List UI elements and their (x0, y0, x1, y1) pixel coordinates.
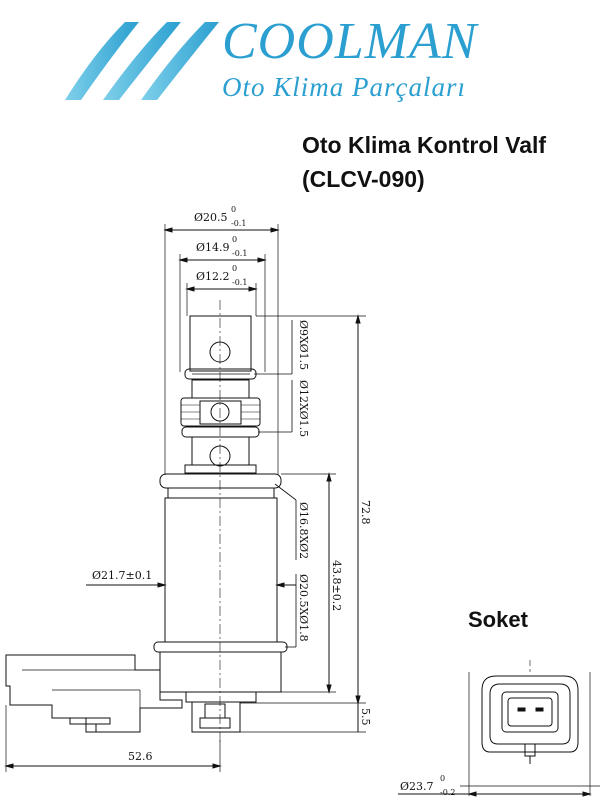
svg-text:-0.2: -0.2 (440, 788, 455, 797)
oring2-label: Ø12XØ1.5 (297, 380, 310, 437)
oring3-label: Ø16.8XØ2 (297, 502, 310, 559)
brand-tagline: Oto Klima Parçaları (222, 72, 467, 102)
brand-name: COOLMAN (222, 13, 478, 70)
oring4-label: Ø20.5XØ1.8 (297, 574, 310, 642)
d12-2-label: Ø12.2 (196, 270, 230, 283)
connector-width-label: 52.6 (128, 750, 153, 763)
svg-text:0: 0 (440, 774, 445, 783)
electrical-connector (5, 654, 183, 733)
svg-text:0: 0 (232, 235, 237, 244)
svg-text:-0.1: -0.1 (232, 278, 247, 287)
dim-d12-2: Ø12.2 0 -0.1 (185, 264, 258, 316)
d20-5-label: Ø20.5 (194, 211, 228, 224)
socket-drawing: Ø23.7 0 -0.2 (398, 660, 600, 797)
socket-dia-label: Ø23.7 (400, 780, 434, 793)
product-title-block: Oto Klima Kontrol Valf (CLCV-090) (302, 128, 546, 196)
svg-text:-0.1: -0.1 (231, 219, 246, 228)
svg-text:0: 0 (231, 205, 236, 214)
dim-body-length: 43.8±0.2 (281, 472, 343, 694)
body-dia-label: Ø21.7±0.1 (92, 569, 152, 582)
product-code: (CLCV-090) (302, 166, 425, 192)
coolman-logo-stripes (65, 22, 219, 100)
oring-leaders (254, 320, 297, 648)
body-length-label: 43.8±0.2 (330, 560, 343, 611)
socket-label: Soket (468, 607, 528, 632)
dim-total-length: 72.8 (256, 314, 372, 705)
bottom-length-label: 5.5 (359, 708, 372, 726)
total-length-label: 72.8 (359, 500, 372, 525)
product-title: Oto Klima Kontrol Valf (302, 132, 547, 158)
dim-body-dia: Ø21.7±0.1 (86, 569, 296, 588)
d14-9-label: Ø14.9 (196, 241, 230, 254)
oring1-label: Ø9XØ1.5 (297, 320, 310, 370)
dim-d20-5: Ø20.5 0 -0.1 (163, 205, 280, 475)
dim-connector-width: 52.6 (4, 705, 222, 772)
dim-bottom: 5.5 (240, 702, 372, 733)
svg-text:0: 0 (232, 264, 237, 273)
svg-text:-0.1: -0.1 (232, 249, 247, 258)
dim-d14-9: Ø14.9 0 -0.1 (178, 235, 267, 372)
valve-body (153, 315, 288, 733)
